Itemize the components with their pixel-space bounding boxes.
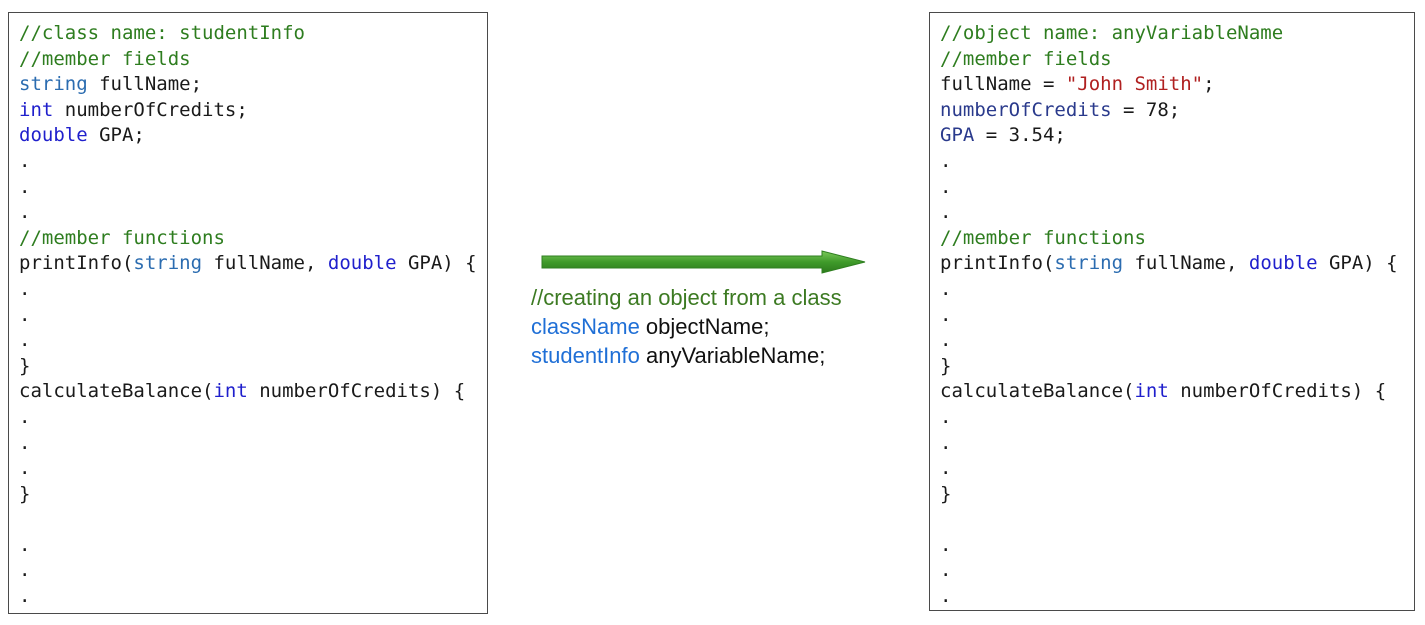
class-name-token: className bbox=[531, 314, 640, 339]
field-assignment: = 3.54; bbox=[974, 124, 1066, 147]
code-line: calculateBalance(int numberOfCredits) { bbox=[940, 379, 1404, 405]
ellipsis-dot: . bbox=[940, 175, 952, 198]
code-line: //member fields bbox=[940, 47, 1404, 73]
ellipsis-dot: . bbox=[940, 149, 952, 172]
object-instance-panel: //object name: anyVariableName //member … bbox=[929, 12, 1415, 611]
param-type: double bbox=[1248, 252, 1318, 275]
function-name: printInfo( bbox=[19, 252, 134, 275]
closing-brace: } bbox=[19, 354, 31, 377]
field-name: GPA bbox=[940, 124, 975, 147]
object-name-token: anyVariableName; bbox=[639, 343, 826, 368]
ellipsis-dot: . bbox=[940, 303, 952, 326]
ellipsis-dot: . bbox=[940, 585, 952, 608]
code-line: //member fields bbox=[19, 47, 477, 73]
ellipsis-dot: . bbox=[940, 533, 952, 556]
function-name: calculateBalance( bbox=[19, 380, 214, 403]
param-type: string bbox=[133, 252, 203, 275]
blank-line bbox=[940, 507, 1404, 533]
ellipsis-dot: . bbox=[19, 175, 31, 198]
param-type: double bbox=[327, 252, 397, 275]
ellipsis-dot: . bbox=[940, 405, 952, 428]
class-definition-panel: //class name: studentInfo //member field… bbox=[8, 12, 488, 614]
member-fields-comment: //member fields bbox=[940, 47, 1112, 70]
field-declaration: GPA; bbox=[87, 124, 145, 147]
ellipsis-dot: . bbox=[19, 533, 31, 556]
param-name: GPA) { bbox=[396, 252, 477, 275]
field-declaration: fullName; bbox=[87, 73, 203, 96]
code-line: calculateBalance(int numberOfCredits) { bbox=[19, 379, 477, 405]
right-arrow-icon bbox=[541, 250, 866, 274]
object-creation-explanation: //creating an object from a class classN… bbox=[531, 283, 911, 370]
ellipsis-dot: . bbox=[940, 431, 952, 454]
ellipsis-dot: . bbox=[940, 277, 952, 300]
ellipsis-dot: . bbox=[19, 559, 31, 582]
field-name: fullName bbox=[940, 73, 1032, 96]
param-type: int bbox=[213, 380, 248, 403]
param-name: fullName, bbox=[202, 252, 328, 275]
type-keyword: string bbox=[19, 73, 88, 96]
type-keyword: int bbox=[19, 98, 54, 121]
code-line: string fullName; bbox=[19, 72, 477, 98]
ellipsis-dot: . bbox=[19, 303, 31, 326]
closing-brace: } bbox=[940, 354, 952, 377]
ellipsis-dot: . bbox=[940, 329, 952, 352]
ellipsis-dot: . bbox=[940, 457, 952, 480]
code-line: numberOfCredits = 78; bbox=[940, 98, 1404, 124]
code-line: GPA = 3.54; bbox=[940, 123, 1404, 149]
function-name: calculateBalance( bbox=[940, 380, 1135, 403]
param-name: numberOfCredits) { bbox=[1168, 380, 1387, 403]
code-line: printInfo(string fullName, double GPA) { bbox=[940, 251, 1404, 277]
syntax-line: className objectName; bbox=[531, 312, 911, 341]
code-line: fullName = "John Smith"; bbox=[940, 72, 1404, 98]
ellipsis-dot: . bbox=[19, 201, 31, 224]
code-line: double GPA; bbox=[19, 123, 477, 149]
field-assignment: = 78; bbox=[1111, 98, 1181, 121]
type-keyword: double bbox=[19, 124, 88, 147]
closing-brace: } bbox=[19, 482, 31, 505]
code-line: printInfo(string fullName, double GPA) { bbox=[19, 251, 477, 277]
string-value: "John Smith" bbox=[1065, 73, 1204, 96]
closing-brace: } bbox=[940, 482, 952, 505]
object-name-comment: //object name: anyVariableName bbox=[940, 22, 1284, 44]
assign-operator: = bbox=[1031, 73, 1066, 96]
ellipsis-dot: . bbox=[19, 431, 31, 454]
ellipsis-dot: . bbox=[19, 277, 31, 300]
ellipsis-dot: . bbox=[940, 559, 952, 582]
code-line: //class name: studentInfo bbox=[19, 21, 477, 47]
blank-line bbox=[19, 507, 477, 533]
code-line: int numberOfCredits; bbox=[19, 98, 477, 124]
code-line: //object name: anyVariableName bbox=[940, 21, 1404, 47]
field-name: numberOfCredits bbox=[940, 98, 1112, 121]
param-name: GPA) { bbox=[1317, 252, 1398, 275]
member-fields-comment: //member fields bbox=[19, 47, 191, 70]
ellipsis-dot: . bbox=[19, 457, 31, 480]
field-declaration: numberOfCredits; bbox=[53, 98, 248, 121]
code-line: //member functions bbox=[19, 226, 477, 252]
param-type: string bbox=[1054, 252, 1124, 275]
param-name: fullName, bbox=[1123, 252, 1249, 275]
ellipsis-dot: . bbox=[19, 405, 31, 428]
semicolon: ; bbox=[1203, 73, 1215, 96]
ellipsis-dot: . bbox=[19, 149, 31, 172]
ellipsis-dot: . bbox=[19, 585, 31, 608]
ellipsis-dot: . bbox=[940, 201, 952, 224]
code-line: //member functions bbox=[940, 226, 1404, 252]
creating-object-comment: //creating an object from a class bbox=[531, 285, 842, 310]
ellipsis-dot: . bbox=[19, 329, 31, 352]
param-type: int bbox=[1134, 380, 1169, 403]
member-functions-comment: //member functions bbox=[940, 226, 1146, 249]
class-name-comment: //class name: studentInfo bbox=[19, 22, 305, 44]
example-line: studentInfo anyVariableName; bbox=[531, 341, 911, 370]
object-name-token: objectName; bbox=[639, 314, 770, 339]
function-name: printInfo( bbox=[940, 252, 1055, 275]
member-functions-comment: //member functions bbox=[19, 226, 225, 249]
param-name: numberOfCredits) { bbox=[247, 380, 466, 403]
class-name-token: studentInfo bbox=[531, 343, 640, 368]
